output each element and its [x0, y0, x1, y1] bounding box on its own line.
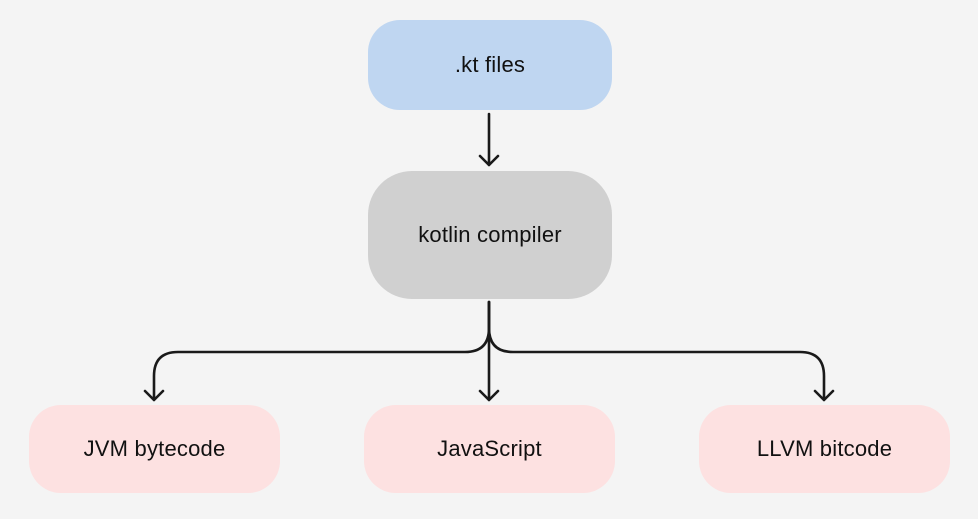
kotlin-compiler-node: kotlin compiler [368, 171, 612, 299]
jvm-bytecode-node: JVM bytecode [29, 405, 280, 493]
source-files-node: .kt files [368, 20, 612, 110]
arrow-compiler-to-jvm [143, 300, 491, 402]
arrow-compiler-to-llvm [487, 300, 835, 402]
arrow-source-to-compiler [478, 112, 500, 167]
javascript-node: JavaScript [364, 405, 615, 493]
llvm-bitcode-label: LLVM bitcode [756, 436, 893, 461]
javascript-label: JavaScript [437, 436, 542, 461]
kotlin-compiler-label: kotlin compiler [418, 222, 562, 247]
llvm-bitcode-node: LLVM bitcode [699, 405, 950, 493]
source-files-label: .kt files [454, 52, 526, 77]
jvm-bytecode-label: JVM bytecode [83, 436, 226, 461]
